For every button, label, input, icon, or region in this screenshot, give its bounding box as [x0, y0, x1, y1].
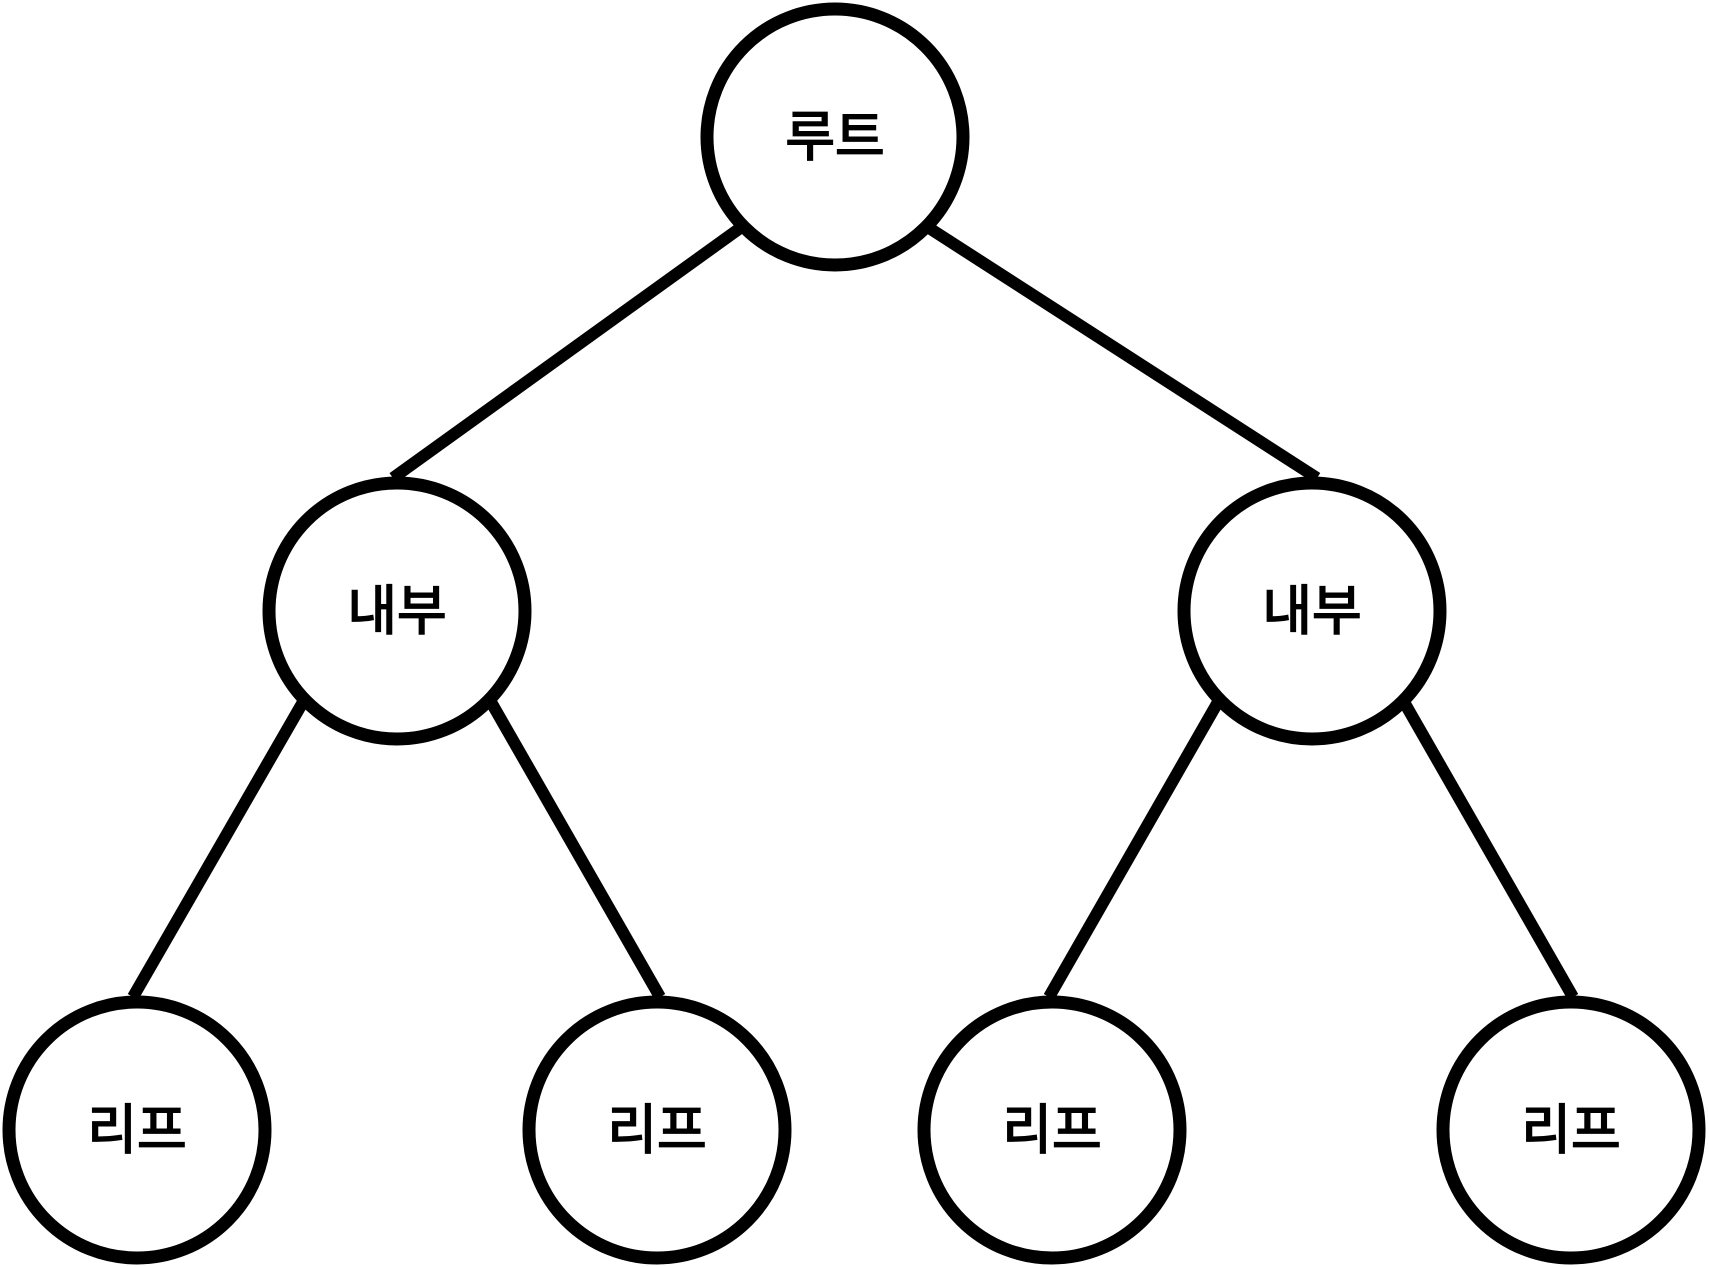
node-circle [262, 476, 532, 746]
edge-root-internal-left [389, 221, 747, 483]
node-circle [1177, 476, 1447, 746]
edge-internal-right-leaf-4 [1398, 699, 1579, 1000]
node-label: 내부 [347, 580, 446, 643]
tree-node-internal-left: 내부 [262, 476, 532, 746]
edge-internal-left-leaf-2 [485, 699, 666, 1000]
node-circle [1436, 995, 1706, 1265]
node-label: 리프 [1521, 1099, 1620, 1162]
tree-node-root: 루트 [700, 2, 970, 272]
node-label: 리프 [1002, 1099, 1101, 1162]
node-circle [522, 995, 792, 1265]
edges [127, 220, 1579, 1000]
node-label: 리프 [607, 1099, 706, 1162]
edge-internal-right-leaf-3 [1043, 699, 1224, 1000]
edge-root-internal-right [922, 220, 1321, 484]
node-circle [700, 2, 970, 272]
node-circle [917, 995, 1187, 1265]
node-label: 리프 [87, 1099, 186, 1162]
node-circle [2, 995, 272, 1265]
tree-node-leaf-1: 리프 [2, 995, 272, 1265]
tree-node-internal-right: 내부 [1177, 476, 1447, 746]
tree-node-leaf-2: 리프 [522, 995, 792, 1265]
node-label: 내부 [1262, 580, 1361, 643]
tree-node-leaf-4: 리프 [1436, 995, 1706, 1265]
tree-node-leaf-3: 리프 [917, 995, 1187, 1265]
node-label: 루트 [785, 106, 884, 169]
edge-internal-left-leaf-1 [127, 699, 309, 1000]
